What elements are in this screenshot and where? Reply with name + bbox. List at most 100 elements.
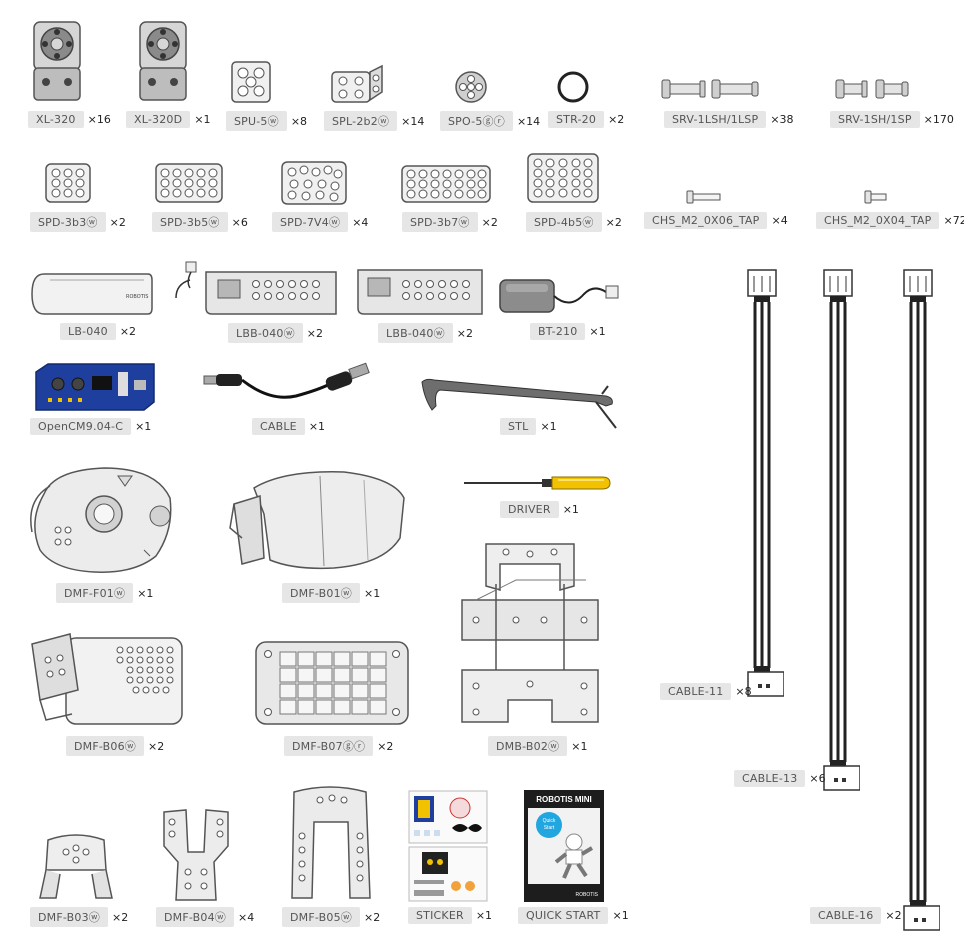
part-name: BT-210 xyxy=(530,323,586,340)
sticker-icon xyxy=(408,790,488,902)
part-qty: ×1 xyxy=(612,909,629,922)
part-qty: ×1 xyxy=(135,420,152,433)
part-name: SPD-4b5ⓦ xyxy=(526,212,602,232)
part-qty: ×2 xyxy=(481,215,498,229)
screw-icon xyxy=(686,190,721,204)
part-qty: ×2 xyxy=(605,215,622,229)
plate-icon xyxy=(155,163,223,203)
part-name: LBB-040ⓦ xyxy=(228,323,303,343)
booklet-badge: Quick Start xyxy=(536,812,562,838)
tool-icon xyxy=(421,378,617,429)
connector-cable-icon xyxy=(823,269,860,791)
part-name: DMF-B01ⓦ xyxy=(282,583,361,603)
part-qty: ×2 xyxy=(885,909,902,922)
part-name: SPD-3b3ⓦ xyxy=(30,212,106,232)
module-icon xyxy=(499,279,619,313)
part-qty: ×14 xyxy=(401,114,425,128)
part-qty: ×72 xyxy=(943,214,964,227)
part-qty: ×4 xyxy=(771,214,788,227)
part-name: SPU-5ⓦ xyxy=(226,111,287,131)
part-name: CABLE xyxy=(252,418,305,435)
part-name: DMB-B02ⓦ xyxy=(488,736,568,756)
plate-icon xyxy=(281,161,347,205)
part-qty: ×2 xyxy=(456,326,474,340)
part-qty: ×1 xyxy=(308,420,326,433)
part-name: STL xyxy=(500,418,537,435)
plate-icon xyxy=(401,165,491,203)
servo-icon xyxy=(33,21,81,101)
part-name: DMF-B03ⓦ xyxy=(30,907,109,927)
screwdriver-icon xyxy=(464,476,611,490)
part-name: SRV-1LSH/1LSP xyxy=(664,111,767,128)
booklet-footer: ROBOTIS xyxy=(575,892,598,898)
part-name: DRIVER xyxy=(500,501,559,518)
part-qty: ×4 xyxy=(352,215,369,229)
part-qty: ×2 xyxy=(112,910,129,924)
part-qty: ×6 xyxy=(231,215,248,229)
part-qty: ×14 xyxy=(516,114,541,128)
part-qty: ×6 xyxy=(809,772,826,785)
part-qty: ×2 xyxy=(306,326,324,340)
part-name: SPD-3b7ⓦ xyxy=(402,212,478,232)
connector-cable-icon xyxy=(747,269,784,697)
part-name: SPL-2b2ⓦ xyxy=(324,111,398,131)
part-qty: ×2 xyxy=(119,325,137,338)
part-name: CABLE-11 xyxy=(660,683,732,700)
part-name: CHS_M2_0X04_TAP xyxy=(816,212,940,229)
frame-icon xyxy=(255,641,409,725)
part-name: STR-20 xyxy=(548,111,605,128)
battery-icon xyxy=(175,261,337,315)
part-qty: ×170 xyxy=(923,113,954,126)
part-name: QUICK START xyxy=(518,907,609,924)
battery-icon: ROBOTIS xyxy=(31,273,153,315)
part-name: LBB-040ⓦ xyxy=(378,323,453,343)
part-name: DMF-B05ⓦ xyxy=(282,907,361,927)
frame-icon xyxy=(31,633,183,725)
part-qty: ×1 xyxy=(194,113,211,126)
part-name: XL-320D xyxy=(126,111,191,128)
battery-icon xyxy=(357,269,483,315)
frame-icon xyxy=(461,543,599,723)
part-qty: ×8 xyxy=(735,685,752,698)
rivet-icon xyxy=(661,79,759,99)
part-qty: ×1 xyxy=(475,909,493,922)
part-name: OpenCM9.04-C xyxy=(30,418,132,435)
cable-icon xyxy=(203,362,370,399)
part-name: SPD-7V4ⓦ xyxy=(272,212,349,232)
part-name: CABLE-13 xyxy=(734,770,806,787)
bracket-icon xyxy=(39,834,113,899)
part-qty: ×1 xyxy=(589,325,606,338)
bracket-icon xyxy=(291,786,371,899)
part-qty: ×2 xyxy=(364,910,381,924)
part-qty: ×4 xyxy=(238,910,255,924)
ring-icon xyxy=(557,71,589,103)
part-name: SPO-5ⓖⓡ xyxy=(440,111,513,131)
part-qty: ×38 xyxy=(770,113,794,126)
booklet-brand: ROBOTIS MINI xyxy=(536,795,592,804)
plate-icon xyxy=(231,61,271,103)
servo-icon xyxy=(139,21,187,101)
part-name: SPD-3b5ⓦ xyxy=(152,212,228,232)
part-name: DMF-F01ⓦ xyxy=(56,583,134,603)
part-qty: ×1 xyxy=(562,503,579,516)
part-qty: ×2 xyxy=(148,739,165,753)
body-shell-icon xyxy=(229,471,405,570)
bracket-icon xyxy=(163,809,229,901)
part-qty: ×1 xyxy=(540,420,557,433)
part-qty: ×16 xyxy=(87,113,111,126)
part-qty: ×8 xyxy=(290,114,308,128)
battery-print: ROBOTIS xyxy=(126,294,148,300)
board-icon xyxy=(35,363,155,411)
part-qty: ×2 xyxy=(608,113,625,126)
part-name: SRV-1SH/1SP xyxy=(830,111,920,128)
part-qty: ×2 xyxy=(377,739,394,753)
rivet-icon xyxy=(835,79,909,99)
part-qty: ×2 xyxy=(109,215,126,229)
plate-icon xyxy=(455,71,487,103)
screw-icon xyxy=(864,190,887,204)
part-name: LB-040 xyxy=(60,323,116,340)
booklet-icon: ROBOTIS MINI Quick Start ROBOTIS xyxy=(524,790,604,902)
part-name: DMF-B07ⓖⓡ xyxy=(284,736,374,756)
head-shell-icon xyxy=(30,467,172,573)
part-name: DMF-B04ⓦ xyxy=(156,907,235,927)
